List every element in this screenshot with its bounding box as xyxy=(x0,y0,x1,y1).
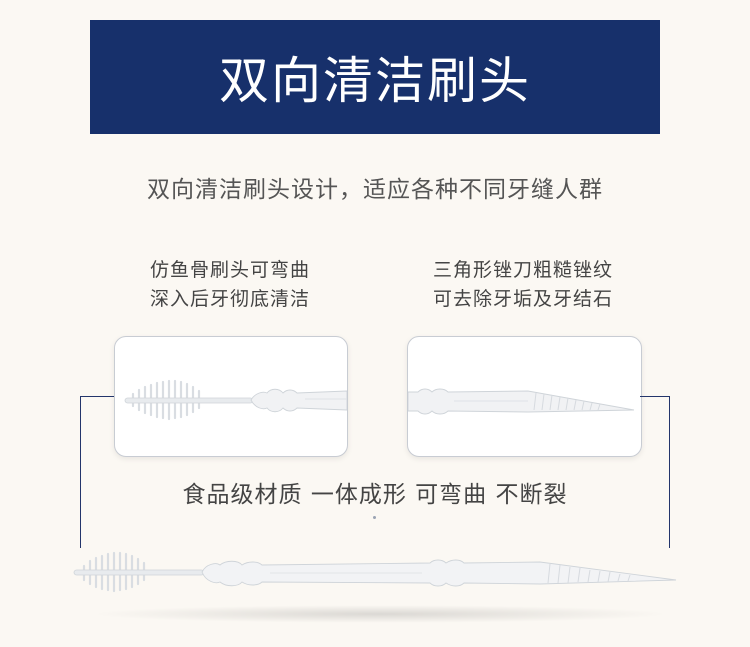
connector-left-vertical xyxy=(80,396,81,548)
feature-file-tip: 三角形锉刀粗糙锉纹 可去除牙垢及牙结石 xyxy=(406,256,640,314)
product-shadow xyxy=(90,605,670,623)
decorative-dot xyxy=(373,516,376,519)
brush-head-card xyxy=(114,336,348,457)
connector-right-vertical xyxy=(669,396,670,548)
connector-left-horizontal xyxy=(80,396,114,397)
connector-right-horizontal xyxy=(640,396,670,397)
material-properties: 食品级材质 一体成形 可弯曲 不断裂 xyxy=(182,482,568,508)
feature-file-line2: 可去除牙垢及牙结石 xyxy=(432,288,613,310)
feature-file-line1: 三角形锉刀粗糙锉纹 xyxy=(432,259,613,281)
feature-brush-head: 仿鱼骨刷头可弯曲 深入后牙彻底清洁 xyxy=(114,256,346,314)
fishbone-brush-head-icon xyxy=(124,379,347,421)
file-tip-icon xyxy=(408,388,635,415)
feature-brush-line1: 仿鱼骨刷头可弯曲 xyxy=(149,259,310,281)
title-banner: 双向清洁刷头 xyxy=(90,20,660,134)
double-ended-floss-pick-icon xyxy=(73,551,677,593)
banner-title: 双向清洁刷头 xyxy=(219,52,531,110)
feature-brush-line2: 深入后牙彻底清洁 xyxy=(149,288,310,310)
file-tip-card xyxy=(407,336,642,457)
subtitle: 双向清洁刷头设计，适应各种不同牙缝人群 xyxy=(147,177,603,203)
